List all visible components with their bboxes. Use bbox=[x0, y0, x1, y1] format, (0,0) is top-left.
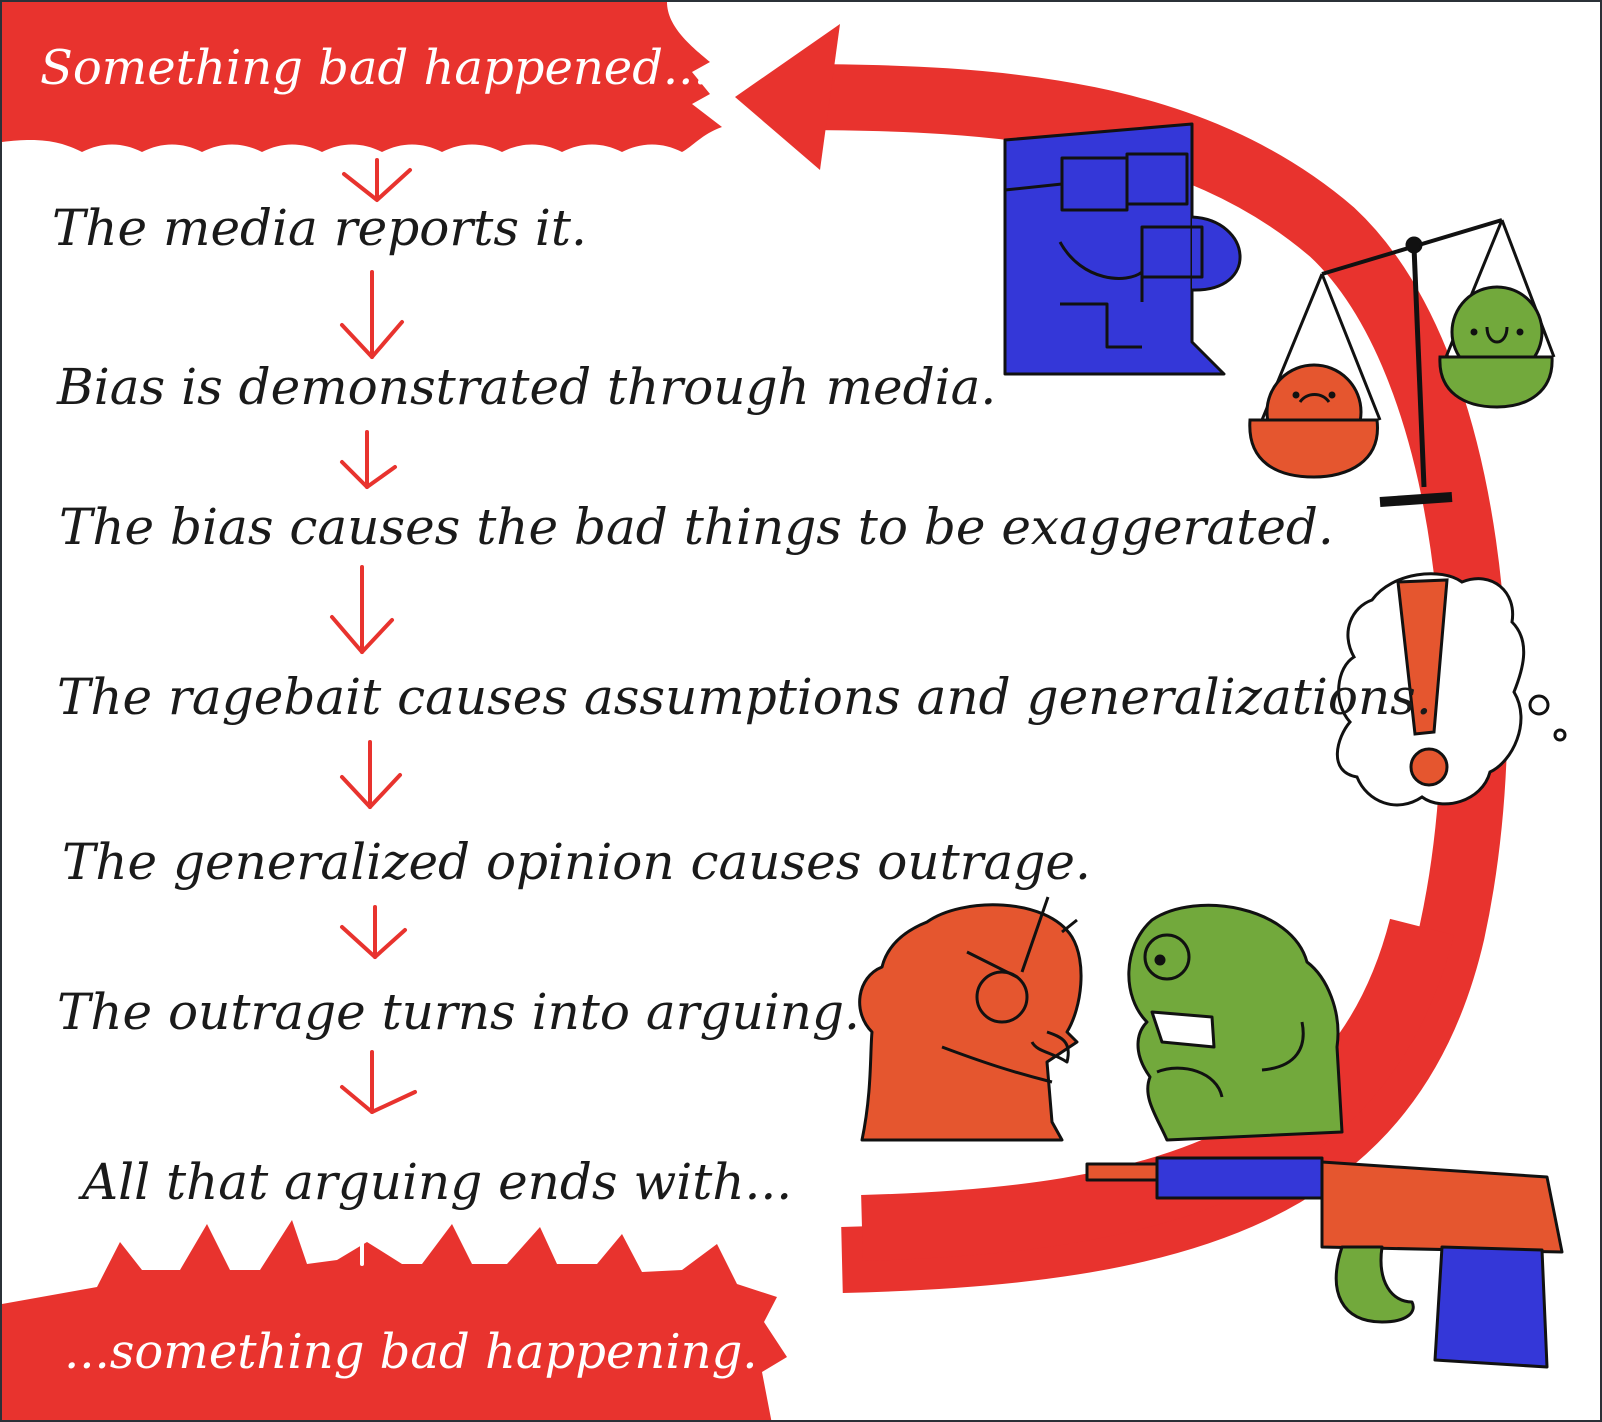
step-3: The bias causes the bad things to be exa… bbox=[59, 498, 1334, 556]
step-2: Bias is demonstrated through media. bbox=[57, 358, 997, 416]
flow-arrow-4 bbox=[330, 565, 394, 654]
step-4: The ragebait causes assumptions and gene… bbox=[57, 668, 1432, 726]
banner-bottom-text: ...something bad happening. bbox=[64, 1324, 758, 1380]
gun-icon bbox=[1085, 1156, 1564, 1369]
flow-arrow-1 bbox=[342, 158, 412, 202]
media-figure-icon bbox=[1003, 122, 1242, 376]
flow-arrows bbox=[330, 158, 417, 1266]
balance-scale-icon bbox=[1248, 218, 1556, 507]
exclamation-thought-icon bbox=[1335, 572, 1567, 807]
step-5: The generalized opinion causes outrage. bbox=[62, 833, 1091, 891]
step-6: The outrage turns into arguing. bbox=[57, 983, 860, 1041]
flow-arrow-3 bbox=[340, 430, 397, 489]
top-banner bbox=[2, 2, 722, 152]
flow-arrow-5 bbox=[340, 740, 402, 809]
bottom-banner bbox=[2, 1220, 787, 1420]
step-7: All that arguing ends with... bbox=[82, 1153, 793, 1211]
flow-arrow-6 bbox=[340, 905, 407, 959]
arrow-head-icon bbox=[735, 24, 840, 170]
flow-arrow-2 bbox=[340, 270, 404, 359]
step-1: The media reports it. bbox=[52, 199, 587, 257]
flow-arrow-7 bbox=[340, 1050, 417, 1114]
banner-top-text: Something bad happened... bbox=[40, 40, 709, 96]
arguing-figures-icon bbox=[858, 896, 1344, 1142]
